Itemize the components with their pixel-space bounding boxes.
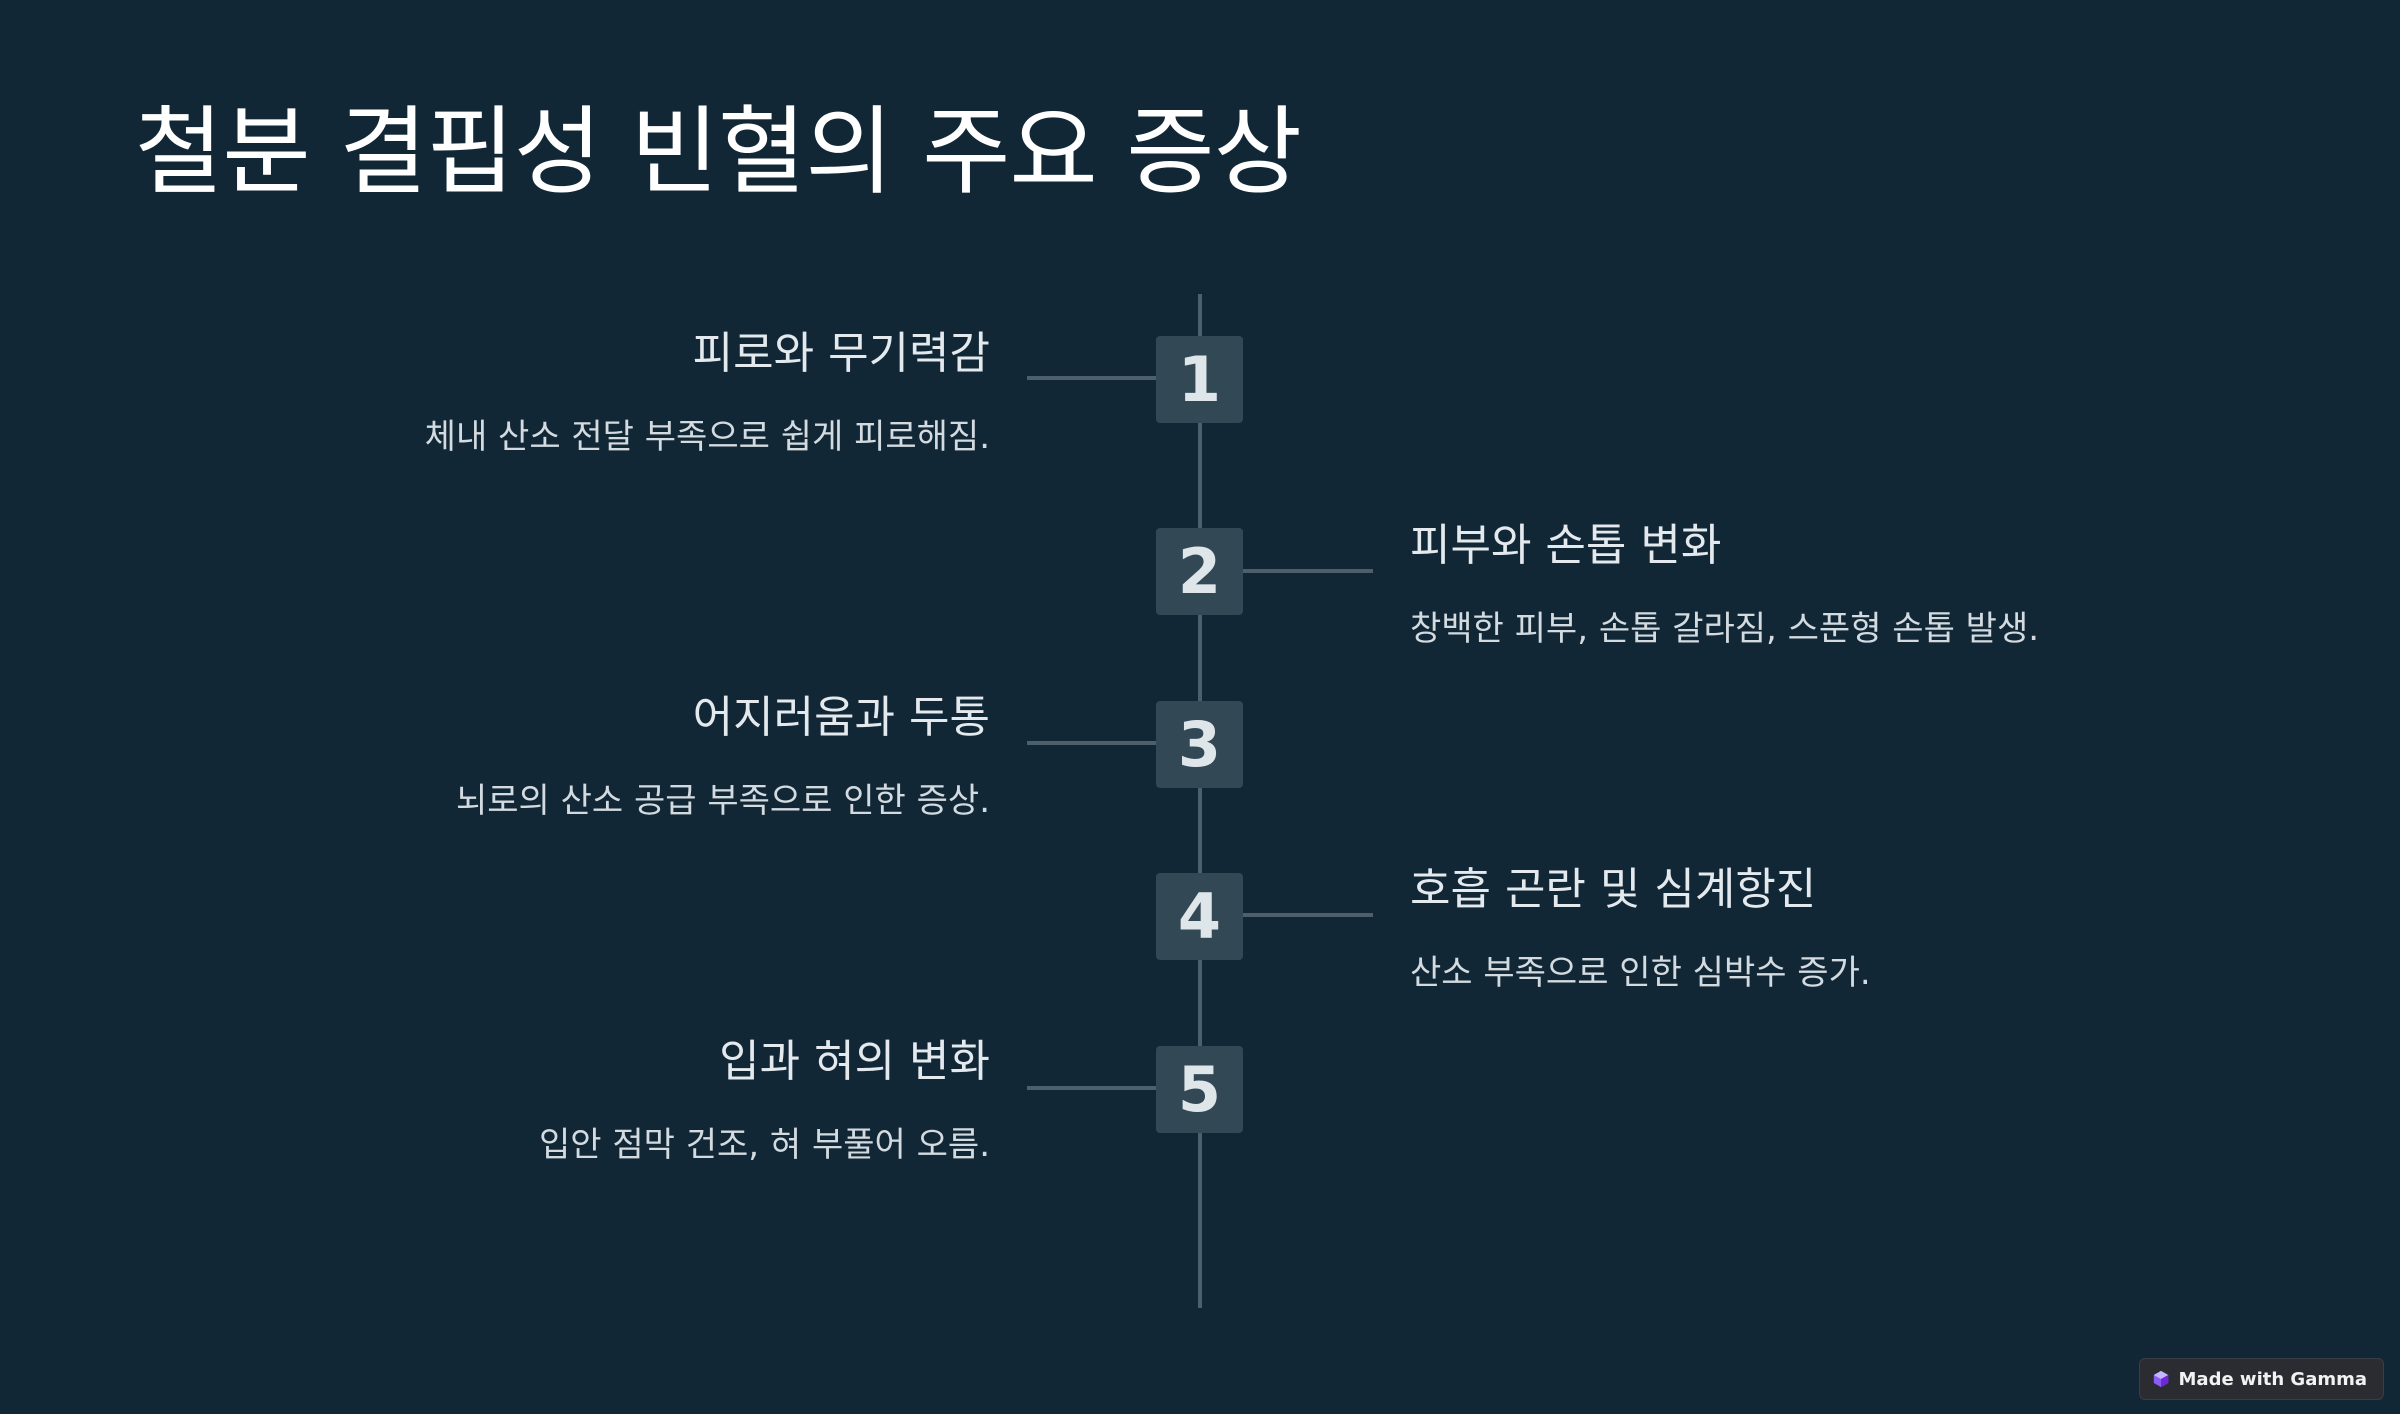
connector-line xyxy=(1243,569,1373,573)
badge-label: Made with Gamma xyxy=(2178,1368,2367,1390)
item-description: 입안 점막 건조, 혀 부풀어 오름. xyxy=(538,1125,990,1165)
step-marker-1: 1 xyxy=(1156,336,1243,423)
item-title: 입과 혀의 변화 xyxy=(719,1036,990,1087)
item-description: 뇌로의 산소 공급 부족으로 인한 증상. xyxy=(455,781,990,821)
item-title: 피부와 손톱 변화 xyxy=(1410,520,1722,571)
item-title: 호흡 곤란 및 심계항진 xyxy=(1410,864,1817,915)
item-description: 창백한 피부, 손톱 갈라짐, 스푼형 손톱 발생. xyxy=(1410,609,2040,649)
step-marker-5: 5 xyxy=(1156,1046,1243,1133)
step-marker-3: 3 xyxy=(1156,701,1243,788)
made-with-gamma-badge[interactable]: Made with Gamma xyxy=(2138,1358,2384,1400)
item-description: 산소 부족으로 인한 심박수 증가. xyxy=(1410,953,1871,993)
item-description: 체내 산소 전달 부족으로 쉽게 피로해짐. xyxy=(424,417,990,457)
connector-line xyxy=(1027,741,1157,745)
step-marker-4: 4 xyxy=(1156,873,1243,960)
item-title: 어지러움과 두통 xyxy=(692,692,990,743)
connector-line xyxy=(1027,376,1157,380)
connector-line xyxy=(1243,913,1373,917)
item-title: 피로와 무기력감 xyxy=(692,328,990,379)
step-marker-2: 2 xyxy=(1156,528,1243,615)
connector-line xyxy=(1027,1086,1157,1090)
page-title: 철분 결핍성 빈혈의 주요 증상 xyxy=(135,96,1302,208)
timeline-line xyxy=(1198,294,1202,1308)
gamma-logo-icon xyxy=(2153,1370,2168,1388)
